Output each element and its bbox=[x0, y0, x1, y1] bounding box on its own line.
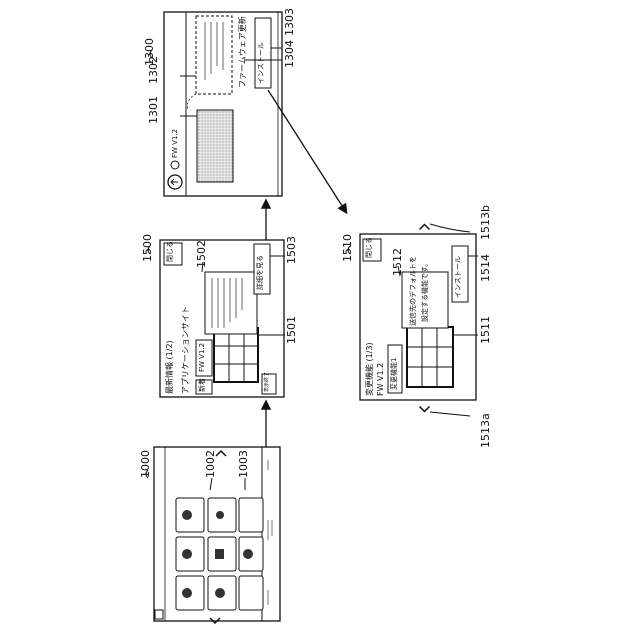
description-line1: 送信先のデフォルトを bbox=[410, 256, 417, 326]
ref-1303: 1303 bbox=[284, 8, 295, 36]
end-display-label[interactable]: 表示終了 bbox=[265, 372, 270, 392]
ref-1501: 1501 bbox=[286, 316, 297, 344]
install-label-1300[interactable]: インストール bbox=[258, 42, 265, 84]
detail-button-label[interactable]: 詳細を見る bbox=[257, 255, 264, 290]
ref-1502: 1502 bbox=[196, 240, 207, 268]
info-icon bbox=[171, 161, 179, 169]
screen-1300 bbox=[164, 12, 282, 196]
ref-1514: 1514 bbox=[480, 254, 491, 282]
changed-function-label[interactable]: 変更機能1 bbox=[391, 358, 398, 390]
text-box-1302 bbox=[196, 16, 232, 94]
text-box-1502 bbox=[205, 272, 257, 334]
back-button bbox=[155, 610, 163, 619]
ref-1000: 1000 bbox=[140, 450, 151, 478]
description-line2: 設定する機能です。 bbox=[422, 260, 429, 322]
ref-1301: 1301 bbox=[148, 96, 159, 124]
ref-1513a: 1513a bbox=[480, 413, 491, 448]
fw-label-1300: FW V1.2 bbox=[172, 129, 179, 158]
close-label-1510[interactable]: 閉じる bbox=[366, 237, 373, 258]
image-panel-1301 bbox=[197, 110, 233, 182]
ref-1304: 1304 bbox=[284, 40, 295, 68]
image-panel-1511 bbox=[407, 327, 453, 387]
install-label-1510[interactable]: インストール bbox=[455, 256, 462, 298]
chevron-left-icon bbox=[420, 407, 430, 412]
fw-label-1510: FW V1.2 bbox=[377, 363, 385, 396]
ref-1513b: 1513b bbox=[480, 205, 491, 240]
ref-1510: 1510 bbox=[342, 234, 353, 262]
fw-label-1500: FW V1.2 bbox=[199, 343, 206, 372]
title-1500: 最新情報 (1/2) bbox=[166, 340, 174, 394]
close-label-1500[interactable]: 閉じる bbox=[167, 241, 174, 262]
screen-1000 bbox=[154, 447, 280, 623]
ref-1302: 1302 bbox=[148, 56, 159, 84]
firmware-update-label: ファームウェア更新 bbox=[239, 16, 247, 88]
new-badge-label: 新着 bbox=[199, 378, 206, 392]
image-panel-1501 bbox=[214, 328, 258, 382]
chevron-right-icon bbox=[420, 225, 430, 230]
ref-1003: 1003 bbox=[238, 450, 249, 478]
title-1510: 変更機能 (1/3) bbox=[366, 342, 374, 396]
ref-1002: 1002 bbox=[205, 450, 216, 478]
ref-1512: 1512 bbox=[392, 248, 403, 276]
ref-1503: 1503 bbox=[286, 236, 297, 264]
ref-1511: 1511 bbox=[480, 316, 491, 344]
ref-1500: 1500 bbox=[142, 234, 153, 262]
app-site-label: アプリケーションサイト bbox=[182, 306, 190, 394]
